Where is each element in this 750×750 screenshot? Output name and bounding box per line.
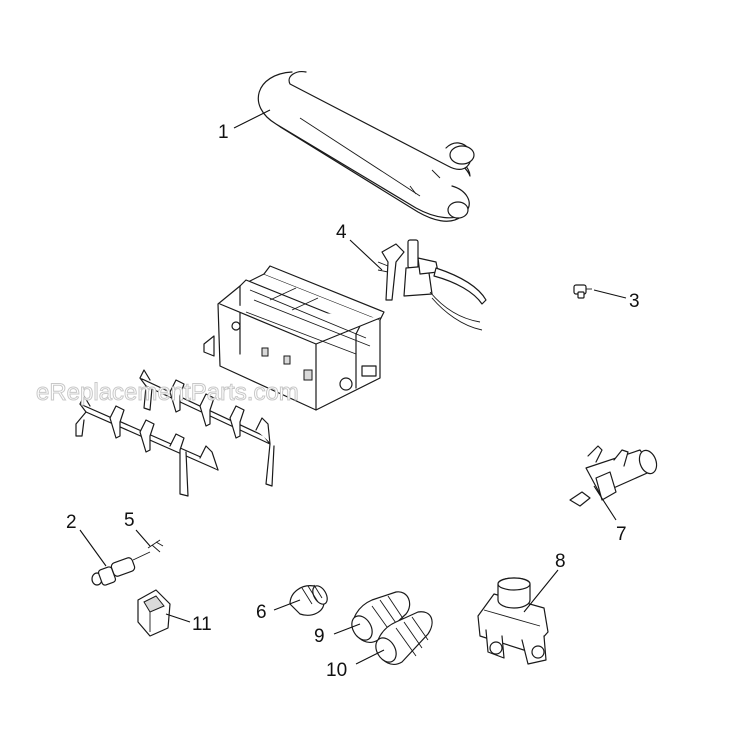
callout-7: 7 (616, 524, 627, 545)
leader-2 (79, 529, 107, 567)
part-6-knob[interactable] (289, 583, 330, 616)
part-11-rocker-switch[interactable] (137, 589, 171, 637)
leader-10 (355, 649, 385, 665)
part-1-burner-tube[interactable] (257, 71, 475, 222)
part-7-valve[interactable] (569, 445, 660, 507)
leader-7 (593, 485, 617, 521)
callout-6: 6 (256, 602, 267, 623)
part-2-igniter[interactable] (91, 551, 151, 586)
leader-3 (593, 289, 627, 299)
leader-9 (333, 623, 361, 635)
callout-10: 10 (326, 660, 347, 681)
leader-lines (79, 109, 627, 665)
leader-8 (523, 569, 559, 613)
part-9-control-knob[interactable] (348, 591, 411, 644)
leader-1 (233, 109, 271, 129)
leader-6 (273, 599, 301, 611)
part-10-control-knob[interactable] (372, 611, 433, 666)
leader-5 (135, 529, 151, 547)
burner-box[interactable] (203, 265, 385, 411)
callout-4: 4 (336, 222, 347, 243)
callout-8: 8 (555, 551, 566, 572)
callout-1: 1 (218, 122, 229, 143)
callout-9: 9 (314, 626, 325, 647)
leader-4 (349, 239, 383, 271)
callout-5: 5 (124, 510, 135, 531)
part-4-pilot-assembly[interactable] (377, 239, 487, 331)
log-grate-rails[interactable] (75, 369, 275, 497)
callout-3: 3 (629, 291, 640, 312)
callout-11: 11 (192, 614, 212, 635)
part-8-regulator[interactable] (477, 577, 549, 665)
watermark: eReplacementParts.com (36, 379, 299, 406)
part-5-electrode[interactable] (147, 539, 164, 553)
part-3-fitting[interactable] (573, 284, 592, 299)
leader-11 (165, 613, 191, 623)
callout-2: 2 (66, 512, 77, 533)
